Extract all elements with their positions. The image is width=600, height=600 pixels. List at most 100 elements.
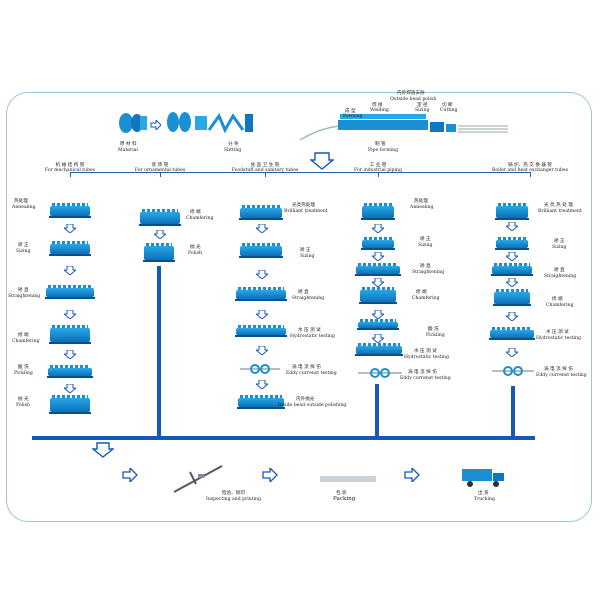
pipe-forming-cn: 制 管 xyxy=(375,142,386,147)
c3-polishing-machine xyxy=(237,395,285,409)
c1-s6-cn: 抛 光 xyxy=(18,397,29,402)
down-arrow-icon xyxy=(506,278,518,287)
c2-polish-machine xyxy=(143,243,175,262)
pipe-forming-en: Pipe forming xyxy=(368,148,399,153)
c4-flow-bar xyxy=(375,384,379,436)
c3-s6-en: Inside bead outside polishing xyxy=(278,403,347,408)
c1-s4-en: Chamfering xyxy=(12,339,40,344)
slitting-cn: 分 条 xyxy=(228,142,239,147)
pipe-bundle-icon xyxy=(320,474,376,484)
c1-annealing-machine xyxy=(49,203,91,218)
c4-s7-cn: 涡 电 流 探 伤 xyxy=(408,370,437,375)
right-arrow-icon xyxy=(122,468,138,482)
welding-en: Welding xyxy=(370,108,389,113)
c1-polish-machine xyxy=(49,395,91,414)
c1-s5-en: Pickling xyxy=(14,371,33,376)
down-arrow-icon xyxy=(256,310,268,319)
c5-brilliant-machine xyxy=(495,203,529,220)
sizing-top-en: Sizing xyxy=(415,108,430,113)
cutting-en: Cutting xyxy=(440,108,458,113)
c4-s4-cn: 修 端 xyxy=(416,290,427,295)
c4-annealing-machine xyxy=(361,203,395,220)
c1-sizing-machine xyxy=(49,241,91,256)
c5-s3-en: Straightening xyxy=(544,274,577,279)
trucking-en: Trucking xyxy=(474,497,495,502)
c1-pickling-machine xyxy=(47,365,93,378)
c1-s3-en: Straightening xyxy=(8,294,41,299)
c3-s4-cn: 水 压 测 试 xyxy=(298,328,321,333)
c5-hydrostatic-machine xyxy=(489,327,535,340)
c5-straightening-machine xyxy=(491,263,533,276)
c2-s1-en: Chamfering xyxy=(186,216,214,221)
c3-eddy-machine xyxy=(240,364,280,374)
c4-sizing-machine xyxy=(361,237,395,250)
c3-straightening-machine xyxy=(235,287,287,301)
raw-material-cn: 原 材 料 xyxy=(120,142,137,147)
c5-chamfering-machine xyxy=(493,289,531,306)
forming-en: Forming xyxy=(343,114,363,119)
c4-s5-cn: 酸 洗 xyxy=(428,327,439,332)
down-arrow-icon xyxy=(506,252,518,261)
down-arrow-icon xyxy=(372,224,384,233)
c4-s6-en: Hydrostatic testing xyxy=(404,355,449,360)
slitting-machine xyxy=(165,108,255,138)
c1-chamfering-machine xyxy=(49,325,91,344)
inspect-en: Inspecting and printing xyxy=(206,497,261,502)
down-arrow-icon xyxy=(506,312,518,321)
c4-s7-en: Eddy currenst testing xyxy=(400,376,451,381)
c1-s6-en: Polish xyxy=(16,403,30,408)
c3-s3-cn: 矫 直 xyxy=(298,290,309,295)
c2-s2-cn: 抛 光 xyxy=(190,245,201,250)
dist-tick-1 xyxy=(70,172,71,177)
down-arrow-icon xyxy=(372,310,384,319)
c3-s1-en: Brilliant treatment xyxy=(284,209,328,214)
dist-tick-5 xyxy=(530,172,531,177)
c1-s1-cn: 热处理 xyxy=(14,199,28,204)
caliper-icon xyxy=(170,462,226,496)
c3-s5-cn: 涡 电 流 探 伤 xyxy=(292,365,321,370)
c5-s2-cn: 矫 正 xyxy=(554,239,565,244)
c1-s5-cn: 酸 洗 xyxy=(18,365,29,370)
dist-tick-2 xyxy=(160,172,161,177)
right-arrow-icon xyxy=(404,468,420,482)
c4-eddy-machine xyxy=(358,368,402,378)
c1-s4-cn: 修 端 xyxy=(18,333,29,338)
c5-sizing-machine xyxy=(495,237,529,250)
c1-s1-en: Annealing xyxy=(12,205,36,210)
right-arrow-icon xyxy=(262,468,278,482)
c4-chamfering-machine xyxy=(359,287,397,304)
c5-s1-cn: 光 亮 热 处 理 xyxy=(544,203,573,208)
c4-straightening-machine xyxy=(355,263,401,276)
trucking-cn: 出 货 xyxy=(478,491,489,496)
c4-s1-cn: 热处理 xyxy=(414,199,428,204)
distribution-line xyxy=(70,172,530,173)
raw-material-machine xyxy=(118,110,148,136)
c4-s3-cn: 矫 直 xyxy=(420,264,431,269)
down-arrow-icon xyxy=(372,278,384,287)
c1-s3-cn: 矫 直 xyxy=(18,288,29,293)
c5-s2-en: Sizing xyxy=(552,245,567,250)
c3-s6-cn: 内外抛光 xyxy=(296,397,315,402)
welding-cn: 焊 接 xyxy=(372,103,383,108)
c2-s2-en: Polish xyxy=(188,251,202,256)
down-arrow-icon xyxy=(506,348,518,357)
c2-chamfering-machine xyxy=(139,209,181,226)
forming-cn: 成 型 xyxy=(345,109,356,114)
c5-s1-en: Brilliant treatment xyxy=(538,209,582,214)
c5-eddy-machine xyxy=(492,366,534,376)
c5-s6-cn: 涡 电 流 探 伤 xyxy=(544,367,573,372)
down-arrow-icon xyxy=(372,252,384,261)
flow-arrow-icon xyxy=(150,120,161,130)
down-arrow-icon xyxy=(64,384,76,393)
down-arrow-icon xyxy=(64,310,76,319)
inspect-cn: 检验、喷印 xyxy=(222,491,245,496)
c5-flow-bar xyxy=(511,386,515,436)
down-arrow-icon xyxy=(506,222,518,231)
c3-sizing-machine xyxy=(239,243,283,258)
c4-s4-en: Chamfering xyxy=(412,296,440,301)
sizing-top-cn: 定 径 xyxy=(417,103,428,108)
dist-tick-3 xyxy=(265,172,266,177)
c1-s2-en: Sizing xyxy=(16,249,31,254)
